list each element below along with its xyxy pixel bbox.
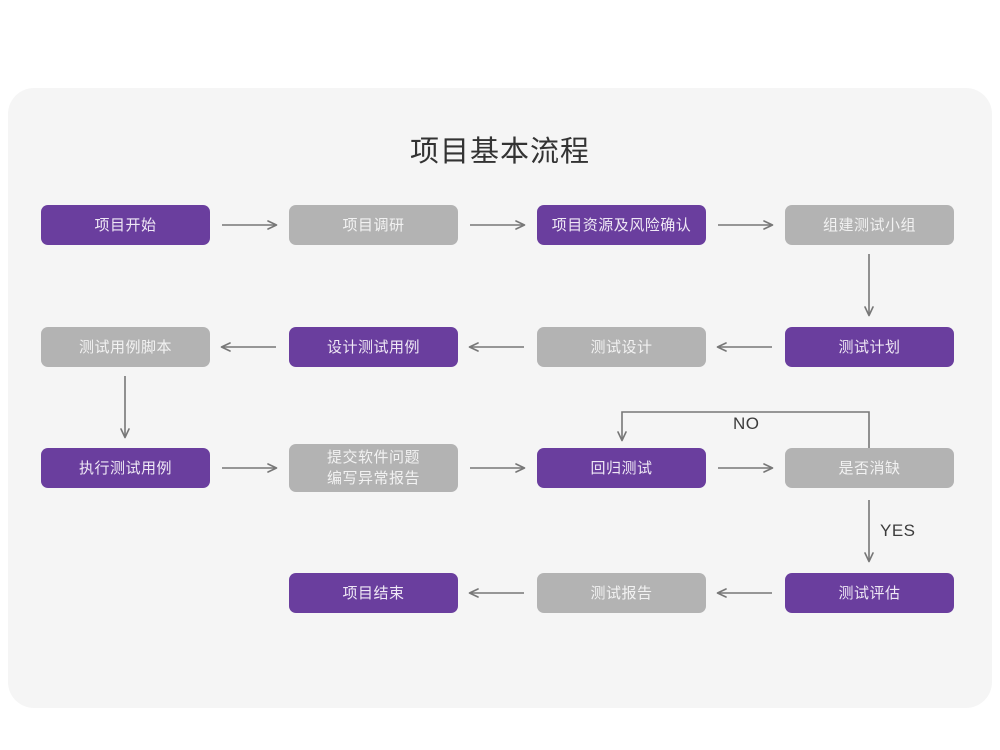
node-defects-cleared-decision[interactable]: 是否消缺 [785,448,954,488]
node-project-start[interactable]: 项目开始 [41,205,210,245]
node-resource-risk-confirm[interactable]: 项目资源及风险确认 [537,205,706,245]
node-execute-test-cases[interactable]: 执行测试用例 [41,448,210,488]
node-submit-defects-report[interactable]: 提交软件问题 编写异常报告 [289,444,458,492]
diagram-card-background [8,88,992,708]
node-test-case-script[interactable]: 测试用例脚本 [41,327,210,367]
node-test-evaluation[interactable]: 测试评估 [785,573,954,613]
node-test-report[interactable]: 测试报告 [537,573,706,613]
node-regression-test[interactable]: 回归测试 [537,448,706,488]
edge-label-no: NO [733,414,760,433]
edge-label-yes: YES [880,521,916,540]
node-test-design[interactable]: 测试设计 [537,327,706,367]
node-test-plan[interactable]: 测试计划 [785,327,954,367]
node-project-research[interactable]: 项目调研 [289,205,458,245]
node-design-test-cases[interactable]: 设计测试用例 [289,327,458,367]
page-title: 项目基本流程 [409,136,590,168]
node-project-end[interactable]: 项目结束 [289,573,458,613]
node-form-test-team[interactable]: 组建测试小组 [785,205,954,245]
